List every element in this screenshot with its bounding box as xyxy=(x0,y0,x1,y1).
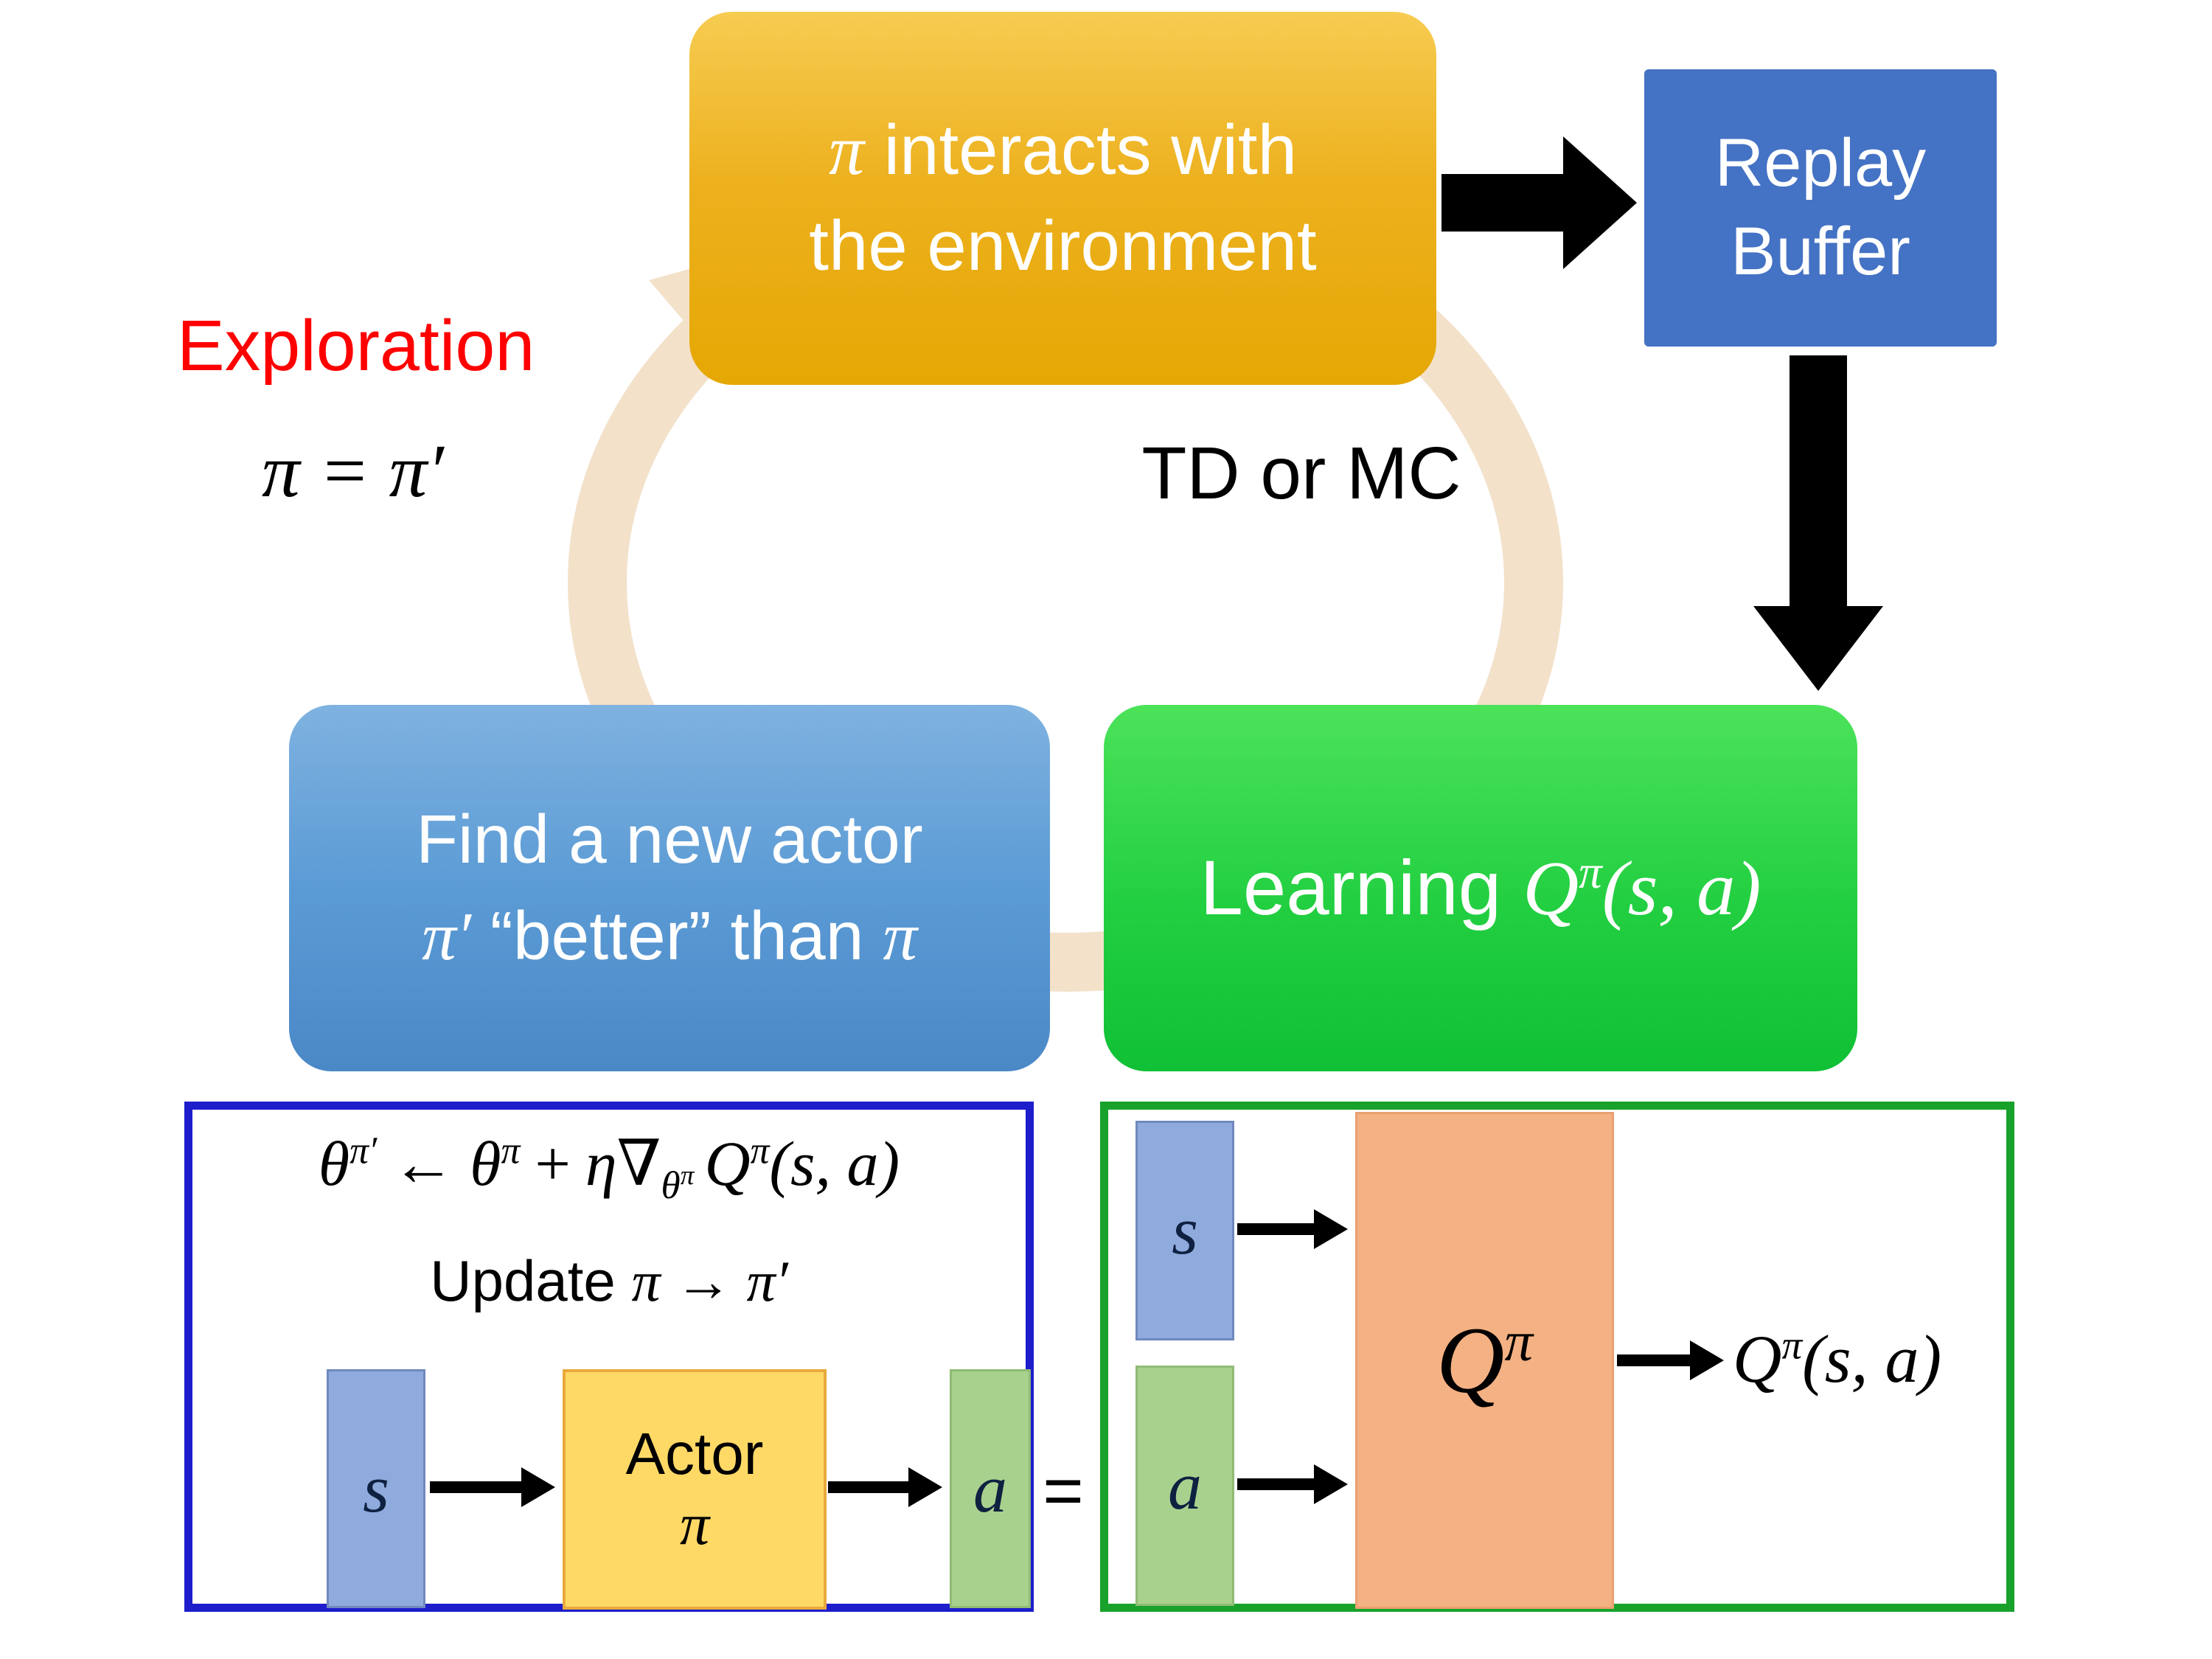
arrow-buffer-to-learning xyxy=(1753,355,1883,691)
pi-symbol: π xyxy=(883,898,917,975)
arrow-shaft xyxy=(1237,1478,1314,1490)
arrow-head xyxy=(1314,1464,1348,1504)
q-function-label: Qπ xyxy=(1436,1308,1533,1413)
policy-interacts-line1: π interacts with xyxy=(829,111,1297,190)
arrow-q-to-output xyxy=(1617,1340,1724,1380)
arrow-s-to-actor xyxy=(430,1467,555,1507)
replay-line2: Buffer xyxy=(1731,214,1910,289)
equals-sign: = xyxy=(1043,1451,1084,1530)
q-function-box: Qπ xyxy=(1355,1112,1614,1609)
learning-q-box: Learning Qπ(s, a) xyxy=(1104,705,1857,1071)
q-output-label: Qπ(s, a) xyxy=(1733,1321,1942,1397)
gradient-subscript: θπ xyxy=(661,1161,695,1208)
critic-action-rect: a xyxy=(1135,1366,1234,1606)
critic-state-rect: s xyxy=(1135,1121,1234,1340)
learning-q-text: Learning Qπ(s, a) xyxy=(1200,845,1761,931)
arrow-a-to-q xyxy=(1237,1464,1348,1504)
arrow-head xyxy=(1753,606,1883,691)
find-new-actor-box: Find a new actor π′ “better” than π xyxy=(289,705,1050,1071)
arrow-head xyxy=(521,1467,555,1507)
pi-symbol: π xyxy=(829,111,865,190)
pi-equals-pi-prime-label: π = π′ xyxy=(262,429,444,513)
arrow-shaft xyxy=(828,1481,908,1493)
policy-interacts-line2: the environment xyxy=(809,206,1317,285)
update-pi-line: Update π → π′ xyxy=(430,1248,788,1313)
find-actor-line2: π′ “better” than π xyxy=(422,897,917,975)
arrow-s-to-q xyxy=(1237,1209,1348,1249)
action-rect: a xyxy=(950,1369,1031,1608)
arrow-head xyxy=(1563,136,1637,269)
arrow-policy-to-buffer xyxy=(1441,136,1637,269)
arrow-shaft xyxy=(1790,355,1847,606)
arrow-actor-to-a xyxy=(828,1467,942,1507)
arrow-head xyxy=(1690,1340,1724,1380)
pi-prime-symbol: π′ xyxy=(422,898,472,975)
arrow-shaft xyxy=(430,1481,521,1493)
exploration-label: Exploration xyxy=(177,305,535,386)
replay-line1: Replay xyxy=(1714,125,1927,201)
arrow-head xyxy=(1314,1209,1348,1249)
find-actor-line1: Find a new actor xyxy=(416,801,923,878)
actor-label: Actor xyxy=(625,1421,764,1486)
arrow-shaft xyxy=(1617,1354,1690,1366)
td-or-mc-label: TD or MC xyxy=(1141,432,1461,515)
replay-buffer-box: Replay Buffer xyxy=(1644,69,1997,347)
arrow-shaft xyxy=(1441,174,1563,232)
policy-interacts-box: π interacts with the environment xyxy=(689,12,1436,385)
actor-pi-symbol: π xyxy=(679,1492,710,1557)
state-rect: s xyxy=(327,1369,425,1608)
actor-pi-box: Actor π xyxy=(563,1369,827,1610)
arrow-shaft xyxy=(1237,1223,1314,1235)
arrow-head xyxy=(908,1467,942,1507)
